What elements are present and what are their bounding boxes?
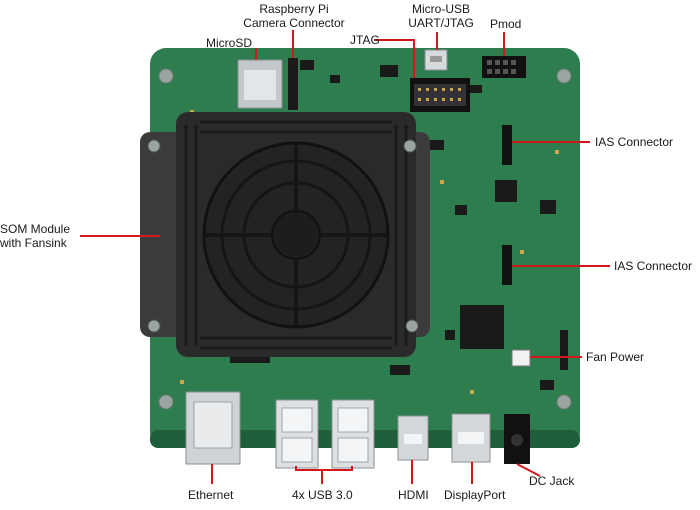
- label-pmod: Pmod: [490, 17, 522, 31]
- mount-hole-br: [556, 394, 572, 410]
- label-jtag: JTAG: [350, 33, 380, 47]
- label-usb3: 4x USB 3.0: [292, 488, 353, 502]
- label-hdmi: HDMI: [398, 488, 429, 502]
- pmod-header: [482, 56, 526, 78]
- line-usb: [295, 466, 353, 471]
- camera-connector: [288, 58, 298, 110]
- heatsink-fins: [184, 120, 408, 350]
- label-ias-connector-mid: IAS Connector: [614, 259, 693, 273]
- main-ic: [460, 305, 504, 349]
- label-displayport: DisplayPort: [444, 488, 506, 502]
- label-micro-usb: Micro-USB UART/JTAG: [408, 2, 474, 30]
- label-dc-jack: DC Jack: [529, 474, 575, 488]
- mount-hole-tr: [556, 68, 572, 84]
- label-fan-power: Fan Power: [586, 350, 645, 364]
- callout-lines: [80, 30, 610, 484]
- label-ethernet: Ethernet: [188, 488, 234, 502]
- fan-power-connector: [511, 349, 531, 367]
- line-dc-jack: [516, 463, 541, 477]
- line-jtag: [374, 39, 415, 78]
- label-ias-connector-top: IAS Connector: [595, 135, 674, 149]
- label-microsd: MicroSD: [206, 36, 253, 50]
- label-som-module: SOM Module with Fansink: [0, 222, 71, 250]
- smd-components: [230, 60, 568, 390]
- mount-hole-bl: [158, 394, 174, 410]
- ias-connector-2: [502, 245, 512, 285]
- fan-spokes: [204, 143, 388, 327]
- label-raspberry-pi-camera: Raspberry Pi Camera Connector: [243, 2, 345, 30]
- ias-connector-1: [502, 125, 512, 165]
- fan-hub: [271, 210, 321, 260]
- mount-hole-tl: [158, 68, 174, 84]
